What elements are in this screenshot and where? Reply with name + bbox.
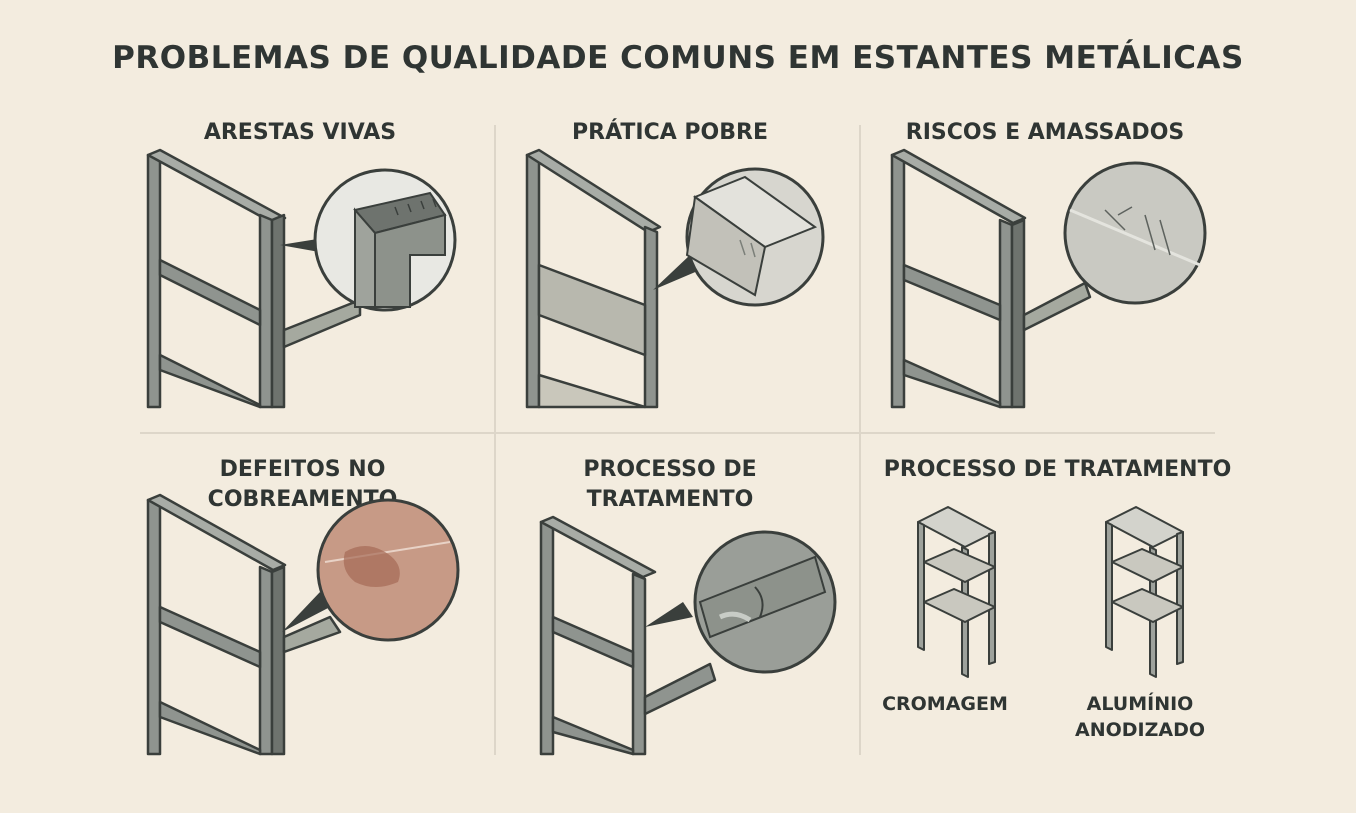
panel-title: PROCESSO DE TRATAMENTO: [583, 457, 757, 512]
panel-sharp-edges: ARESTAS VIVAS: [130, 115, 490, 415]
divider: [494, 125, 496, 755]
caption-anodized-aluminium: ALUMÍNIO ANODIZADO: [1074, 693, 1205, 741]
divider: [859, 125, 861, 755]
divider: [140, 432, 1215, 434]
caption-chrome: CROMAGEM: [882, 693, 1008, 715]
panel-treatment-process: PROCESSO DE TRATAMENTO: [505, 452, 855, 757]
scratch-magnifier-icon: [890, 148, 1207, 409]
poor-finish-magnifier-icon: [525, 148, 825, 409]
crack-magnifier-icon: [539, 515, 837, 756]
copper-defect-magnifier-icon: [146, 493, 460, 756]
sharp-edge-magnifier-icon: [146, 148, 457, 409]
panel-scratches-dents: RISCOS E AMASSADOS: [870, 115, 1220, 415]
panel-copper-defects: DEFEITOS NO COBREAMENTO: [130, 452, 490, 757]
treatment-shelves-icon: [917, 506, 1184, 678]
panel-title: PROCESSO DE TRATAMENTO: [883, 457, 1232, 482]
panel-treatment-finishes: PROCESSO DE TRATAMENTO CROMAGEM ALUMÍNIO…: [870, 452, 1231, 757]
page-title: PROBLEMAS DE QUALIDADE COMUNS EM ESTANTE…: [112, 40, 1244, 76]
chrome-shelf-icon: [917, 506, 996, 678]
anodized-aluminium-shelf-icon: [1105, 506, 1184, 678]
panel-title: PRÁTICA POBRE: [572, 120, 768, 145]
panel-poor-finish: PRÁTICA POBRE: [505, 115, 855, 415]
panel-title: ARESTAS VIVAS: [203, 120, 397, 145]
panel-title: RISCOS E AMASSADOS: [905, 120, 1185, 145]
